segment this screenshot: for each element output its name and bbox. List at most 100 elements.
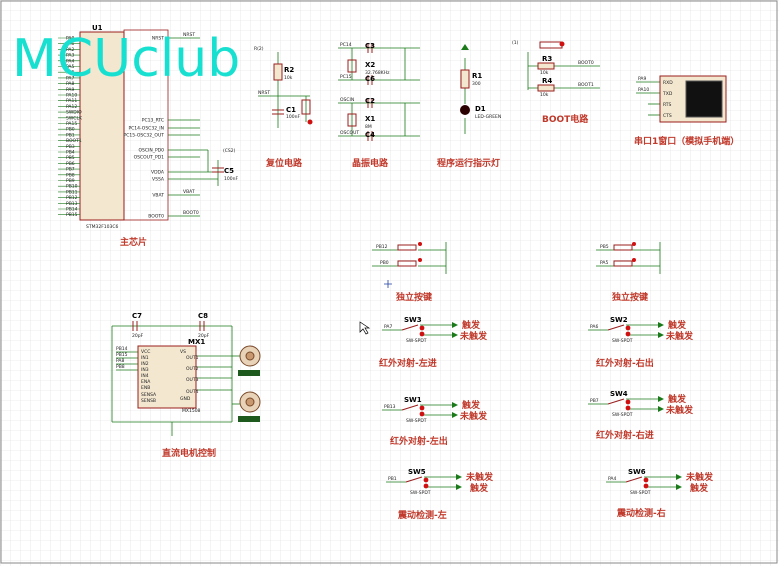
term-txd: TXD xyxy=(662,91,673,97)
boot-jumper[interactable] xyxy=(539,41,565,49)
arrow-icon xyxy=(456,484,462,490)
mcu-body-right xyxy=(123,29,169,221)
mcu-right-pin-label: PC15-OSC32_OUT xyxy=(124,133,165,139)
label-ir-left-in: 红外对射-左进 xyxy=(379,357,437,369)
x1-ref: X1 xyxy=(365,115,375,123)
mcu-part: STM32F103C6 xyxy=(86,224,119,230)
label-key-right: 独立按键 xyxy=(611,291,649,303)
resistor-r4[interactable] xyxy=(537,84,555,92)
switch-dot-icon xyxy=(643,477,649,483)
net-nrst-reset: NRST xyxy=(258,90,270,96)
mouse-cursor-icon xyxy=(359,321,371,335)
mcu-left-pin-label: SWCLK xyxy=(66,115,83,121)
net-boot0-mcu: BOOT0 xyxy=(183,210,199,216)
mcu-left-pin-label: BOOT1 xyxy=(66,138,82,144)
arrow-icon xyxy=(658,322,664,328)
svg-text:OUT4: OUT4 xyxy=(186,389,199,395)
mcu-left-pin-label: PA15 xyxy=(66,121,77,127)
key-right-2[interactable] xyxy=(613,258,636,267)
switch-dot-icon xyxy=(419,405,425,411)
arrow-icon xyxy=(676,484,682,490)
x1-val: 8M xyxy=(365,124,372,130)
label-motor: 直流电机控制 xyxy=(162,447,216,459)
switch-dot-icon xyxy=(419,331,425,337)
keys-right-wires xyxy=(596,242,661,274)
mcu-left-pin-label: PA8 xyxy=(66,81,75,87)
term-cts: CTS xyxy=(663,113,672,119)
mcu-left-pin-label: PB13 xyxy=(66,201,78,207)
switch-dot-icon xyxy=(419,325,425,331)
probe-tag-c5: (CS2) xyxy=(223,148,236,154)
switch-ref: SW5 xyxy=(408,468,426,476)
switch-net: PB13 xyxy=(384,404,396,410)
mcu-left-pin-label: PB3 xyxy=(66,144,75,150)
arrow-icon xyxy=(452,332,458,338)
arrow-icon xyxy=(452,412,458,418)
mcu-ref: U1 xyxy=(92,24,103,32)
trigger-off-label: 未触发 xyxy=(459,410,488,422)
mx1-part: MX1508 xyxy=(182,408,201,414)
crystal-parts[interactable] xyxy=(347,43,373,141)
r4-val: 10k xyxy=(540,92,549,98)
switch-ref: SW6 xyxy=(628,468,646,476)
motor-caps[interactable] xyxy=(132,321,205,331)
svg-text:OUT3: OUT3 xyxy=(186,377,199,383)
x2-val: 32.768KHz xyxy=(365,70,390,76)
switch-lever xyxy=(405,476,423,483)
svg-text:IN4: IN4 xyxy=(141,373,149,379)
mcu-left-pin-label: PA3 xyxy=(66,53,75,59)
c2-ref: C2 xyxy=(365,97,375,105)
resistor-r1[interactable] xyxy=(460,69,470,89)
led-d1-icon[interactable] xyxy=(460,105,470,115)
dc-motor-1[interactable] xyxy=(238,345,261,376)
mcu-left-pin-label: PB11 xyxy=(66,189,78,195)
mcu-left-pin-label: SWDIO xyxy=(66,110,82,116)
switch-dot-icon xyxy=(625,405,631,411)
motor-driver-ic[interactable] xyxy=(137,345,197,409)
net-pa9: PA9 xyxy=(638,76,647,82)
switch-lever xyxy=(625,476,643,483)
c7-ref: C7 xyxy=(132,312,142,320)
dc-motor-2[interactable] xyxy=(238,391,261,422)
capacitor-c5[interactable] xyxy=(212,167,224,173)
capacitor-c1[interactable] xyxy=(272,109,284,115)
switch-ref: SW3 xyxy=(404,316,422,324)
svg-text:VS: VS xyxy=(180,349,186,355)
switch-dot-icon xyxy=(419,411,425,417)
crosshair-icon xyxy=(384,280,392,288)
trigger-off-label: 触发 xyxy=(469,482,489,494)
resistor-r2[interactable] xyxy=(273,63,283,81)
mcu-left-pin-label: PA1 xyxy=(66,41,75,47)
switch-lever xyxy=(607,324,625,331)
net-vbat: VBAT xyxy=(183,189,195,195)
arrow-icon xyxy=(452,322,458,328)
svg-text:GND: GND xyxy=(180,396,191,402)
key-left-1[interactable] xyxy=(397,242,422,251)
resistor-r3[interactable] xyxy=(537,62,555,70)
mcu-right-pin-label: VDDA xyxy=(151,170,165,176)
mcu-left-pin-label: PA0 xyxy=(66,36,75,42)
switch-net: PA7 xyxy=(384,324,393,330)
switch-ref: SW4 xyxy=(610,390,628,398)
switch-lever xyxy=(401,404,419,411)
arrow-icon xyxy=(658,406,664,412)
key-right-1[interactable] xyxy=(613,242,636,251)
key-left-2[interactable] xyxy=(397,258,422,267)
switch-lever xyxy=(401,324,419,331)
switch-dot-icon xyxy=(423,477,429,483)
switch-net: PA4 xyxy=(608,476,617,482)
mcu-right-pins: NRSTPC13_RTCPC14-OSC32_INPC15-OSC32_OUTO… xyxy=(124,36,165,220)
switch-dot-icon xyxy=(643,483,649,489)
terminal-screen xyxy=(685,80,723,118)
mcu-block[interactable] xyxy=(79,31,125,221)
reset-button[interactable] xyxy=(301,99,313,125)
label-ir-right-out: 红外对射-右出 xyxy=(596,357,654,369)
